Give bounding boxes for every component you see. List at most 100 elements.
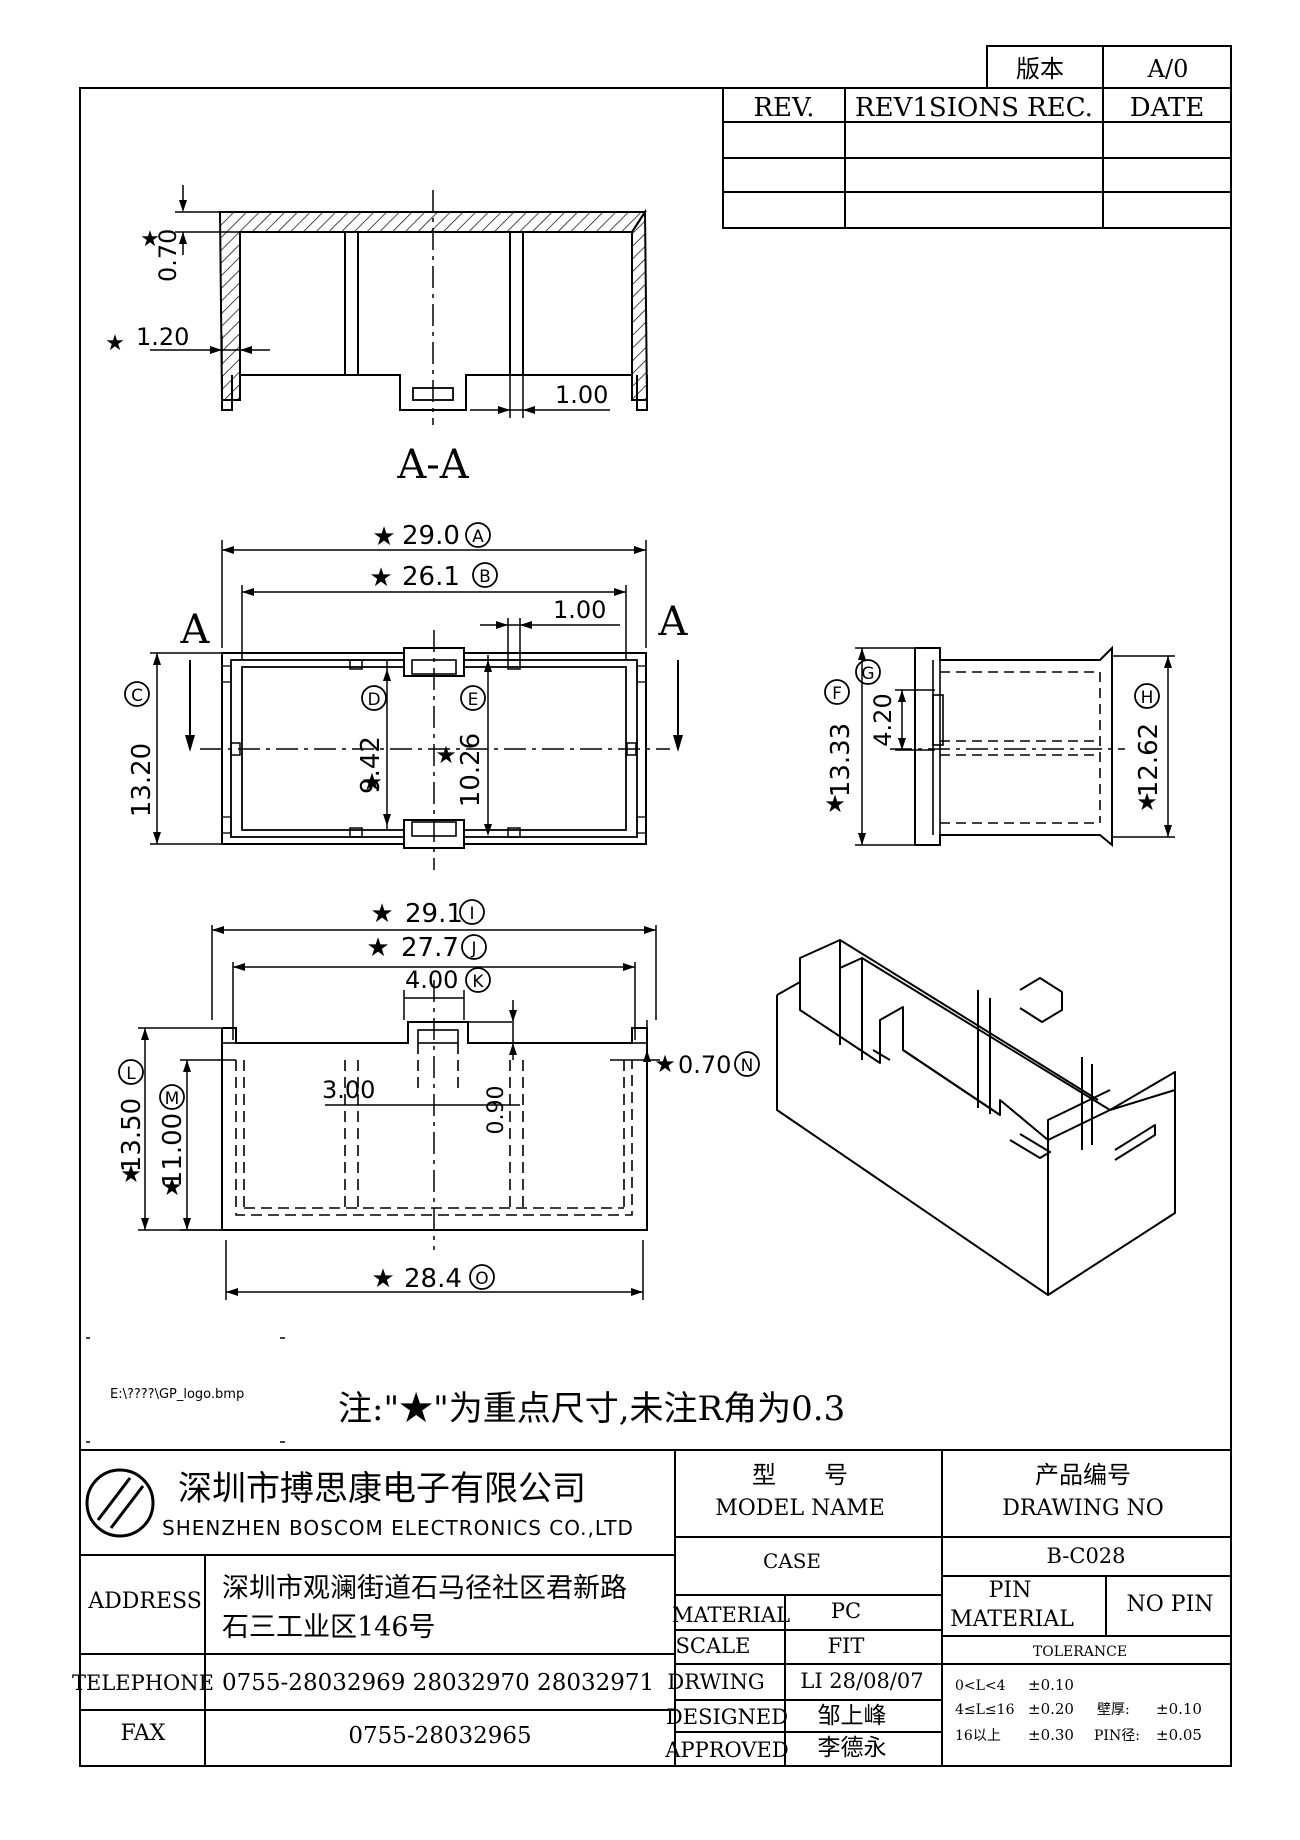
tolerance-label: TOLERANCE	[1033, 1644, 1127, 1660]
drawing-no-value: B-C028	[1046, 1544, 1125, 1568]
version-label: 版本	[1016, 55, 1064, 83]
version-value: A/0	[1147, 55, 1189, 83]
tolerance-value-3: ±0.30	[1028, 1726, 1074, 1744]
dim-tag-circle	[469, 1264, 495, 1290]
pin-diameter-value: ±0.05	[1156, 1726, 1202, 1744]
dim-front-J: 27.7	[401, 933, 459, 963]
dim-side-H-tag: H	[1141, 688, 1154, 708]
company-name-cn: 深圳市搏思康电子有限公司	[178, 1469, 586, 1509]
designed-label: DESIGNED	[666, 1705, 788, 1729]
tolerance-value-1: ±0.10	[1028, 1676, 1074, 1694]
dim-star: ★	[140, 227, 160, 252]
dim-tag-circle	[734, 1051, 760, 1077]
dim-tag-circle	[472, 562, 498, 588]
dim-tag-circle	[460, 685, 486, 711]
dim-front-I-tag: I	[469, 904, 474, 924]
dim-top-B-tag: B	[479, 567, 491, 587]
address-line-2: 石三工业区146号	[222, 1612, 436, 1643]
dim-top-B: 26.1	[402, 562, 460, 592]
revision-col-date: DATE	[1130, 93, 1205, 123]
dim-side-H: 12.62	[1134, 723, 1164, 797]
dim-top-D: 9.42	[356, 736, 386, 794]
section-marker-left: A	[180, 607, 211, 653]
wall-thickness-value: ±0.10	[1156, 1700, 1202, 1718]
tolerance-value-2: ±0.20	[1028, 1700, 1074, 1718]
scale-label: SCALE	[676, 1634, 751, 1658]
material-label: MATERIAL	[672, 1603, 790, 1627]
approved-value: 李德永	[818, 1735, 887, 1761]
dim-tag-circle	[1134, 683, 1160, 709]
dim-section-top-wall: 0.70	[154, 229, 182, 282]
dim-front-L: 13.50	[117, 1098, 147, 1172]
dim-top-C-tag: C	[131, 686, 143, 706]
tolerance-range-3: 16以上	[955, 1728, 1001, 1744]
scale-value: FIT	[828, 1634, 865, 1658]
dim-star: ★	[824, 790, 846, 818]
dim-tag-circle	[361, 685, 387, 711]
dim-tag-circle	[465, 522, 491, 548]
dim-front-O: 28.4	[404, 1264, 462, 1294]
dim-star: ★	[370, 899, 393, 929]
drawing-value: LI 28/08/07	[800, 1669, 923, 1693]
revision-col-records: REV1SIONS REC.	[855, 93, 1093, 123]
dim-side-G: 4.20	[869, 693, 897, 746]
side-view	[914, 645, 1113, 848]
pin-diameter-label: PIN径:	[1094, 1728, 1140, 1744]
fax-value: 0755-28032965	[348, 1723, 531, 1749]
dim-tag-circle	[459, 899, 485, 925]
dim-section-side-wall: 1.20	[136, 323, 189, 351]
wall-thickness-label: 壁厚:	[1097, 1702, 1130, 1718]
designed-value: 邹上峰	[818, 1703, 887, 1729]
dim-top-rib: 1.00	[553, 596, 606, 624]
dim-top-E-tag: E	[468, 690, 479, 710]
dim-tag-circle	[855, 659, 881, 685]
dim-front-O-tag: O	[475, 1269, 488, 1289]
dim-front-K: 4.00	[405, 966, 458, 994]
drawing-note: 注:"★"为重点尺寸,未注R角为0.3	[338, 1389, 845, 1429]
dim-tag-circle	[118, 1059, 144, 1085]
model-label-en: MODEL NAME	[715, 1496, 885, 1521]
dim-front-N: 0.70	[678, 1051, 731, 1079]
dim-star: ★	[161, 1173, 183, 1201]
telephone-value: 0755-28032969 28032970 28032971	[222, 1670, 654, 1696]
dim-star: ★	[361, 768, 383, 796]
dim-star: ★	[435, 741, 457, 769]
dim-front-N-tag: N	[741, 1056, 754, 1076]
dim-front-slot-depth: 0.90	[484, 1086, 509, 1135]
dim-star: ★	[105, 331, 125, 356]
dim-section-slot: 1.00	[555, 381, 608, 409]
model-value: CASE	[763, 1549, 821, 1573]
dim-top-D-tag: D	[367, 690, 380, 710]
model-label-cn: 型 号	[752, 1461, 848, 1489]
telephone-label: TELEPHONE	[72, 1671, 214, 1695]
section-title: A-A	[396, 442, 469, 488]
dim-side-G-tag: G	[861, 664, 874, 684]
dim-star: ★	[120, 1160, 142, 1188]
dim-tag-circle	[159, 1084, 185, 1110]
fax-label: FAX	[121, 1721, 166, 1746]
section-marker-right: A	[658, 599, 689, 645]
dim-front-J-tag: J	[470, 939, 476, 959]
drawing-frame	[79, 87, 1232, 1767]
drawing-no-label-en: DRAWING NO	[1002, 1496, 1164, 1521]
dim-front-L-tag: L	[126, 1064, 136, 1084]
pin-material-value: NO PIN	[1126, 1592, 1213, 1617]
address-label: ADDRESS	[87, 1589, 202, 1614]
dim-front-K-tag: K	[472, 972, 484, 992]
tolerance-range-1: 0<L<4	[955, 1678, 1006, 1694]
material-value: PC	[831, 1599, 861, 1623]
dim-top-A: 29.0	[402, 521, 460, 551]
isometric-view	[776, 939, 1176, 1296]
dim-side-F: 13.33	[826, 723, 856, 797]
drawing-label: DRWING	[667, 1670, 764, 1694]
dim-tag-circle	[465, 967, 491, 993]
dim-front-M-tag: M	[165, 1089, 180, 1109]
dim-top-A-tag: A	[472, 527, 484, 547]
dim-front-M: 11.00	[158, 1113, 188, 1187]
dim-side-F-tag: F	[832, 684, 842, 704]
pin-material-label-2: MATERIAL	[950, 1607, 1074, 1632]
dim-front-slot-width: 3.00	[322, 1076, 375, 1104]
dim-star: ★	[369, 563, 392, 593]
dim-tag-circle	[824, 679, 850, 705]
title-block	[80, 1449, 1231, 1766]
